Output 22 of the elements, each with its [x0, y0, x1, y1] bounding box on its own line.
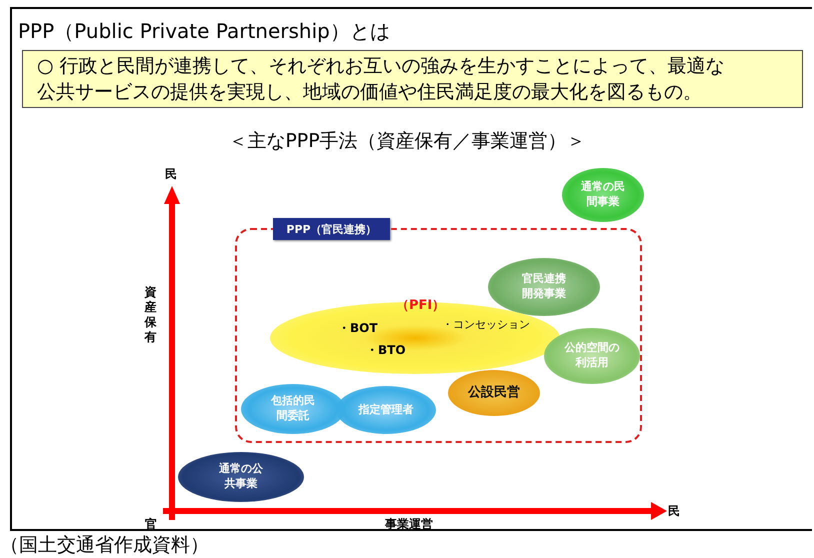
subtitle: ＜主なPPP手法（資産保有／事業運営）＞ [227, 129, 587, 154]
method-heading: （PFI） [396, 297, 446, 314]
title: PPP（Public Private Partnership）とは [18, 18, 390, 45]
axis-label: 民 [668, 503, 680, 520]
axis-label: 官 [145, 516, 157, 533]
ellipse-label: 包括的民間委託 [270, 394, 316, 424]
method-item: ・コンセッション [442, 317, 530, 332]
method-item: ・BTO [366, 342, 406, 359]
ellipse-label: 公設民営 [468, 384, 520, 402]
method-item: ・BOT [338, 320, 378, 337]
axis-label: 資産保有 [144, 285, 157, 345]
ellipse-label: 通常の公共事業 [218, 462, 264, 492]
heading-tab: PPP（官民連携） [273, 218, 390, 240]
statement-box: ○ 行政と民間が連携して、それぞれお互いの強みを生かすことによって、最適な公共サービスの提供を実現し、地域の価値や住民満足度の最大化を図るもの。 [22, 50, 803, 108]
caption: （国土交通省作成資料） [0, 533, 209, 558]
axis-label: 事業運営 [385, 516, 433, 533]
ellipse-label: 官民連携開発事業 [521, 272, 567, 302]
axis-label: 民 [165, 166, 177, 183]
ellipse-label: 公的空間の利活用 [563, 341, 620, 371]
ellipse-label: 指定管理者 [358, 402, 414, 418]
ellipse [178, 452, 304, 502]
ellipse-label: 通常の民間事業 [580, 180, 626, 210]
